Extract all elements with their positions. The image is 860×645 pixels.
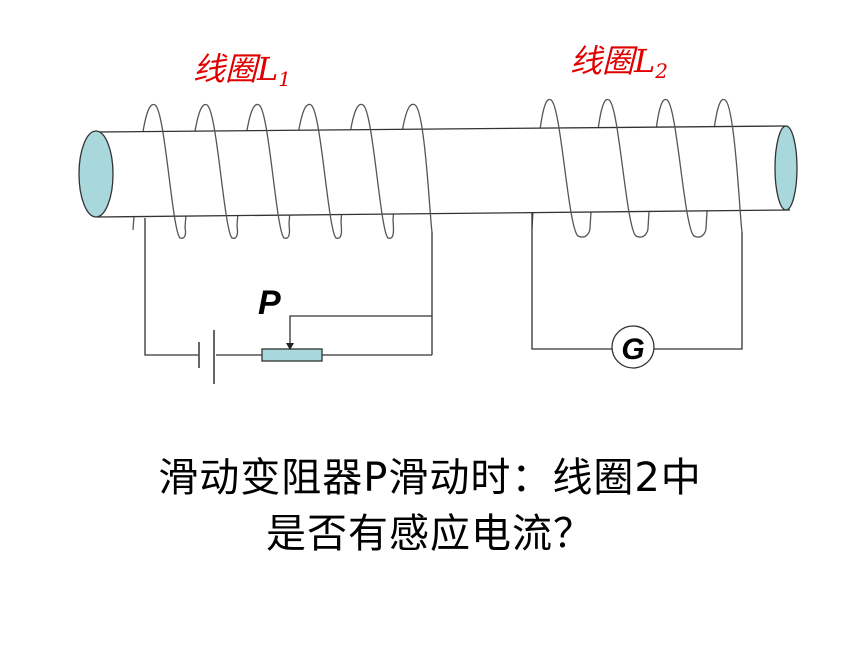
- rheostat: [261, 348, 323, 362]
- question-line-1: 滑动变阻器P滑动时：线圈2中: [158, 455, 702, 501]
- coil2-letter: L: [633, 42, 655, 80]
- coil2-sub: 2: [654, 59, 668, 83]
- coil1-front: [154, 104, 433, 239]
- circuit2-wires: [531, 212, 743, 350]
- coil1-label: 线圈L1: [193, 50, 291, 91]
- tube-left-end: [78, 130, 114, 218]
- iron-tube: [78, 125, 798, 218]
- slider-label: P: [258, 284, 281, 322]
- circuit-diagram: 线圈L1 线圈L2: [78, 42, 798, 384]
- coil1-letter: L: [256, 50, 278, 88]
- coil2-prefix: 线圈: [570, 42, 638, 80]
- tube-right-end: [774, 125, 798, 211]
- galvanometer: G: [611, 325, 655, 369]
- circuit1-wires: [144, 218, 433, 356]
- coil2-front: [550, 99, 743, 238]
- coil1-prefix: 线圈: [193, 50, 261, 88]
- coil2-label: 线圈L2: [570, 42, 668, 83]
- slider-arrow: [286, 343, 294, 350]
- question-line-2: 是否有感应电流？: [266, 511, 594, 557]
- battery: [198, 330, 215, 384]
- galvanometer-label: G: [621, 333, 644, 366]
- coil1-sub: 1: [278, 67, 291, 91]
